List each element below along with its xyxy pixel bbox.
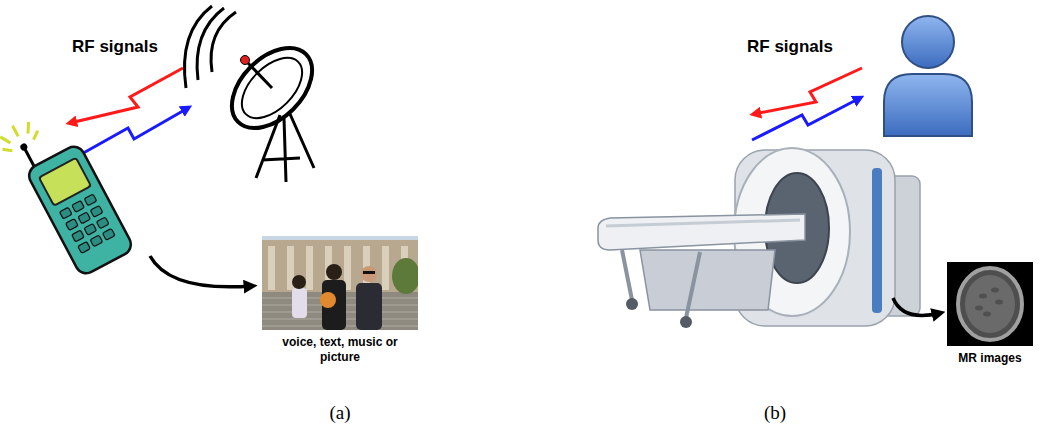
person-head bbox=[902, 16, 954, 68]
phone-screen bbox=[39, 158, 91, 206]
phone-body bbox=[25, 143, 134, 277]
dish-stand bbox=[256, 114, 314, 182]
signal-wave bbox=[211, 12, 236, 72]
picture-caption: voice, text, music or picture bbox=[275, 335, 405, 365]
phone-sparks bbox=[0, 116, 41, 154]
phone-keypad bbox=[59, 194, 115, 253]
phone-antenna-tip bbox=[19, 142, 28, 151]
rf-echo-arrow bbox=[752, 98, 860, 140]
table-pad bbox=[606, 220, 800, 226]
phone-antenna bbox=[25, 149, 35, 168]
photo-tree bbox=[392, 258, 418, 294]
phone-key bbox=[72, 230, 85, 242]
rf-uplink-arrow bbox=[78, 108, 188, 156]
table-leg bbox=[622, 250, 700, 318]
scan-texture bbox=[991, 288, 999, 293]
signal-label: RF signals bbox=[72, 37, 158, 57]
picture bbox=[947, 262, 1033, 346]
photo-person bbox=[292, 288, 307, 318]
phone-key bbox=[78, 212, 91, 224]
photo-person-head bbox=[361, 266, 377, 282]
phone-key bbox=[66, 219, 79, 231]
mri-scanner bbox=[598, 148, 920, 328]
rf-excitation-arrow bbox=[754, 68, 862, 114]
photo-bouquet bbox=[320, 292, 336, 308]
scan-texture bbox=[979, 294, 987, 299]
phone-key bbox=[90, 235, 103, 247]
panel-label: (a) bbox=[329, 402, 350, 424]
picture-frame: voice, text, music or picture bbox=[262, 236, 418, 365]
output-arrow bbox=[150, 256, 252, 287]
photo-column bbox=[382, 246, 389, 290]
cell-phone bbox=[0, 102, 135, 281]
signal-label: RF signals bbox=[747, 37, 833, 57]
scan-background bbox=[947, 262, 1033, 346]
scan-texture bbox=[983, 312, 991, 317]
phone-key bbox=[84, 224, 97, 236]
scanner-trim bbox=[872, 168, 882, 313]
phone-key bbox=[59, 207, 72, 219]
table-wheel bbox=[680, 316, 692, 328]
rf-downlink-arrow bbox=[70, 68, 183, 123]
photo-person-head bbox=[326, 264, 342, 280]
person-icon bbox=[884, 16, 972, 136]
phone-key bbox=[103, 228, 116, 240]
table-base bbox=[640, 250, 775, 310]
phone-key bbox=[96, 217, 109, 229]
photo-sunglasses bbox=[363, 271, 375, 274]
dish-feed bbox=[241, 56, 250, 65]
scan-brain bbox=[965, 275, 1015, 333]
picture-caption: MR images bbox=[944, 351, 1036, 366]
phone-key bbox=[90, 205, 103, 217]
phone-key bbox=[84, 194, 97, 206]
phone-key bbox=[72, 201, 85, 213]
signal-wave bbox=[184, 6, 212, 88]
table-wheel bbox=[626, 298, 638, 310]
signal-wave bbox=[197, 8, 224, 80]
photo-column bbox=[306, 246, 313, 290]
scan-skull bbox=[958, 268, 1022, 340]
photo-column bbox=[268, 246, 275, 290]
photo-person-head bbox=[292, 275, 306, 289]
scan-texture bbox=[975, 306, 983, 311]
phone-key bbox=[78, 242, 91, 254]
picture bbox=[262, 236, 418, 330]
dish-feed-arm bbox=[247, 62, 272, 88]
patient-table bbox=[598, 214, 805, 250]
dish-bowl bbox=[217, 33, 327, 143]
dish-rim bbox=[231, 47, 313, 129]
person-body bbox=[884, 74, 972, 136]
photo-person bbox=[356, 283, 382, 330]
output-arrow bbox=[893, 298, 940, 315]
panel-label: (b) bbox=[764, 402, 786, 424]
satellite-dish bbox=[184, 6, 327, 182]
picture-frame: MR images bbox=[944, 262, 1036, 366]
scan-texture bbox=[995, 300, 1003, 305]
